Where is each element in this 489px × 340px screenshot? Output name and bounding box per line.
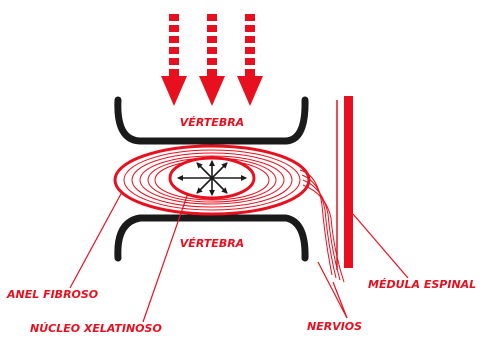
label-anel-fibroso: ANEL FIBROSO <box>6 288 98 301</box>
leader-anel-fibroso <box>70 192 122 288</box>
label-nucleo-xelatinoso: NÚCLEO XELATINOSO <box>30 322 162 335</box>
leader-medula <box>353 214 408 278</box>
pressure-arrow-center <box>199 14 225 106</box>
leader-nervios-1 <box>318 262 347 318</box>
label-medula-espinal: MÉDULA ESPINAL <box>368 278 476 291</box>
label-vertebra-lower: VÉRTEBRA <box>180 237 244 250</box>
leader-nucleo <box>143 193 188 322</box>
leader-nervios-2 <box>333 282 347 318</box>
spinal-cord <box>344 96 353 268</box>
pressure-arrow-right <box>237 14 263 106</box>
label-nervios: NERVIOS <box>307 320 362 333</box>
pressure-arrow-left <box>161 14 187 106</box>
label-vertebra-upper: VÉRTEBRA <box>180 116 244 129</box>
